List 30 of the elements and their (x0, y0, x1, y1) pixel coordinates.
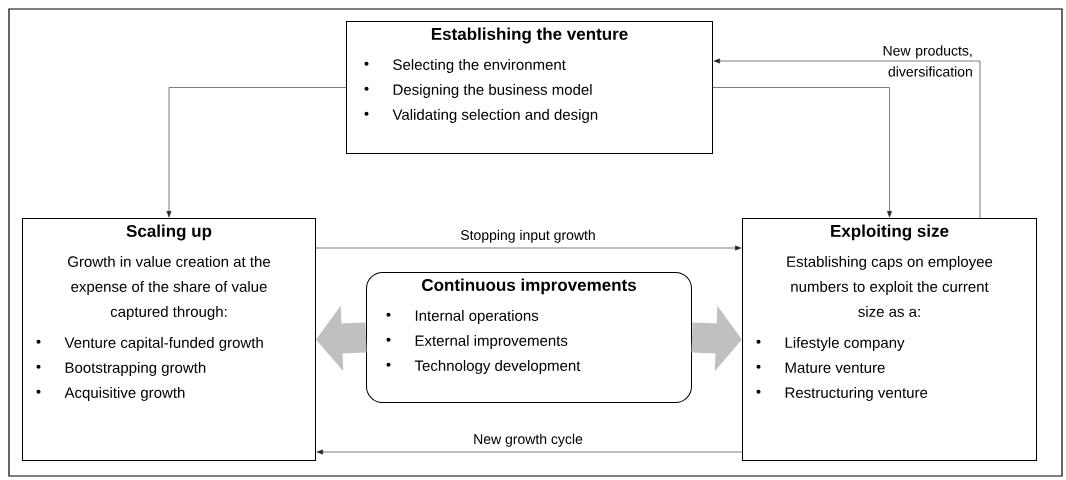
bullet-item: Mature venture (756, 362, 885, 373)
edge-label: New growth cycle (474, 433, 583, 447)
process-box (22, 218, 316, 461)
bullet-item: Internal operations (386, 309, 539, 324)
edge-label: Stopping input growth (460, 229, 595, 243)
bullet-item: Validating selection and design (364, 108, 598, 123)
bullet-item: Restructuring venture (756, 386, 928, 401)
node-title: Scaling up (126, 224, 212, 241)
arrow (713, 58, 981, 219)
node-title: Establishing the venture (431, 27, 628, 44)
arrow (315, 245, 742, 251)
bullet-item: Venture capital-funded growth (36, 336, 263, 351)
arrow (316, 449, 743, 455)
bullet-item: Lifestyle company (756, 336, 905, 351)
description-text: Establishing caps on employee numbers to exploit the current size as a: (787, 255, 993, 317)
bullet-item: Bootstrapping growth (36, 361, 206, 376)
edge-label: New products, diversification (883, 45, 972, 77)
bullet-item: External improvements (386, 334, 568, 349)
process-box (742, 218, 1037, 461)
node-title: Continuous improvements (422, 278, 636, 295)
description-text: Growth in value creation at the expense of the share of value captured through: (68, 255, 270, 320)
process-box (346, 21, 713, 154)
arrow (166, 87, 347, 218)
bullet-item: Designing the business model (364, 83, 592, 98)
rounded-box (366, 272, 692, 403)
bullet-item: Acquisitive growth (36, 386, 185, 401)
arrow (712, 87, 892, 218)
bullet-item: Technology development (386, 359, 581, 374)
bullet-item: Selecting the environment (364, 58, 566, 73)
node-title: Exploiting size (831, 224, 949, 241)
